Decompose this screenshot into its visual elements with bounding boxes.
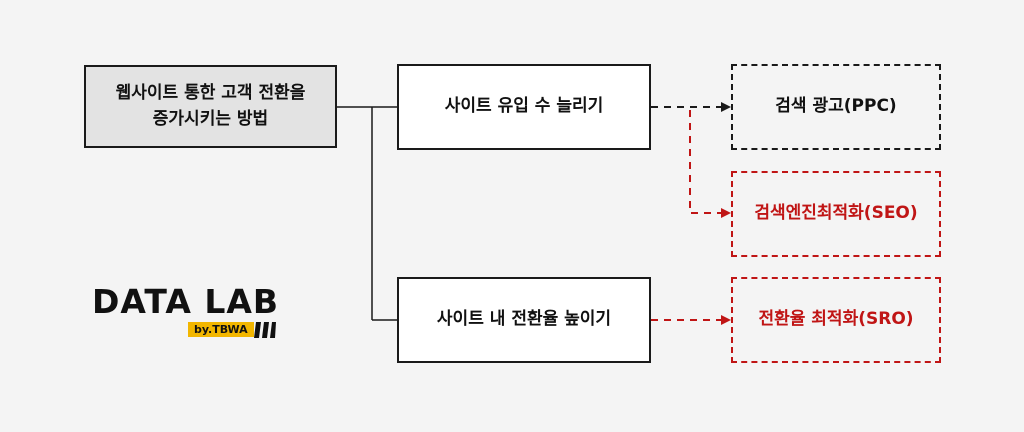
logo-byline: by.TBWA [188, 322, 254, 337]
logo-wordmark: DATA LAB [92, 282, 280, 321]
logo-stripes-icon [254, 322, 276, 338]
arrow-to-seo [689, 110, 731, 218]
branch-node-conversion: 사이트 내 전환율 높이기 [397, 277, 651, 363]
branch-node-traffic: 사이트 유입 수 늘리기 [397, 64, 651, 150]
leaf-label-ppc: 검색 광고(PPC) [775, 96, 897, 117]
leaf-label-seo: 검색엔진최적화(SEO) [754, 203, 918, 224]
root-label: 웹사이트 통한 고객 전환을 증가시키는 방법 [115, 83, 306, 129]
leaf-label-sro: 전환율 최적화(SRO) [758, 309, 914, 330]
leaf-node-seo: 검색엔진최적화(SEO) [731, 171, 941, 257]
branch-label-traffic: 사이트 유입 수 늘리기 [444, 96, 604, 117]
leaf-node-ppc: 검색 광고(PPC) [731, 64, 941, 150]
branch-label-conversion: 사이트 내 전환율 높이기 [436, 309, 612, 330]
leaf-node-sro: 전환율 최적화(SRO) [731, 277, 941, 363]
root-node: 웹사이트 통한 고객 전환을 증가시키는 방법 [84, 65, 337, 148]
datalab-logo: DATA LAB by.TBWA [92, 282, 282, 342]
